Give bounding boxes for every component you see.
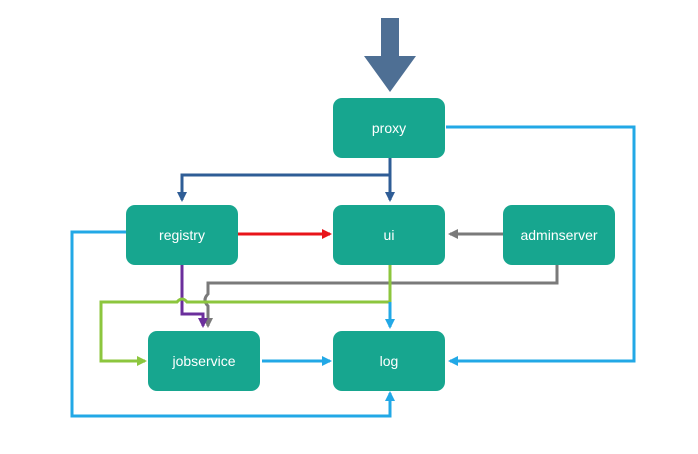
node-jobservice-label: jobservice (171, 353, 235, 369)
edges (70, 125, 636, 418)
node-log: log (333, 331, 445, 391)
node-jobservice: jobservice (148, 331, 260, 391)
node-registry-label: registry (159, 227, 205, 243)
node-ui-label: ui (384, 227, 395, 243)
edge-ui-jobservice (99, 265, 392, 366)
node-log-label: log (380, 353, 399, 369)
edge-registry-jobservice (180, 265, 208, 328)
node-adminserver: adminserver (503, 205, 615, 265)
node-adminserver-label: adminserver (520, 227, 597, 243)
node-proxy-label: proxy (372, 120, 406, 136)
edge-proxy-log (446, 125, 636, 366)
node-ui: ui (333, 205, 445, 265)
entry-arrow (364, 18, 416, 92)
edge-adminserver-jobservice (203, 265, 559, 328)
edge-proxy-registry (177, 173, 390, 202)
edge-registry-log (70, 230, 395, 418)
node-registry: registry (126, 205, 238, 265)
node-proxy: proxy (333, 98, 445, 158)
